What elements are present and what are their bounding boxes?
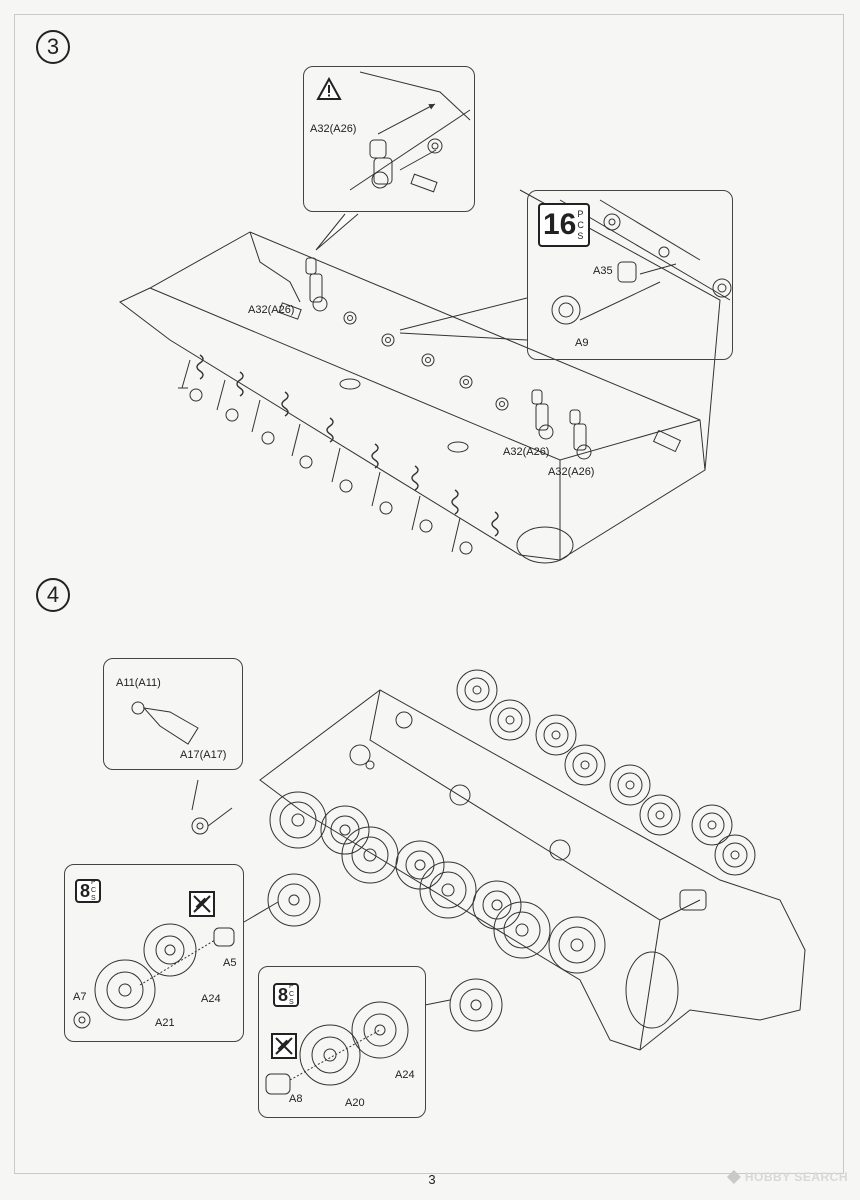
hull-label: A32(A26) [248,304,295,316]
part-label: A24 [395,1069,415,1081]
pcs-badge: 16 P C S [538,203,590,247]
step3-callout-warning: A32(A26) [303,66,475,212]
step4-inset-b-drawing [265,1001,409,1095]
pcs-unit-p: P [91,879,96,886]
pcs-unit-s: S [91,895,96,902]
pcs-unit-c: C [289,991,295,998]
watermark: HOBBY SEARCH [726,1170,848,1184]
pcs-count: 8 [278,984,289,1005]
part-label: A20 [345,1097,365,1109]
part-label: A21 [155,1017,175,1029]
pcs-unit-c: C [91,887,97,894]
part-label: A5 [223,957,237,969]
part-label: A7 [73,991,87,1003]
pcs-count: 16 [543,208,577,241]
step-3-number: 3 [36,30,70,64]
page-border [14,14,844,1174]
watermark-text: HOBBY SEARCH [744,1170,848,1184]
part-label: A32(A26) [310,123,357,135]
step4-callout-idler: A11(A11) A17(A17) [103,658,243,770]
step3-inset-pcs-drawing [551,199,732,325]
part-label: A17(A17) [180,749,227,761]
hull-label: A32(A26) [548,466,595,478]
no-glue-icon [189,891,215,917]
step4-inset-idler-drawing [131,701,199,745]
pcs-badge: 8 P C S [273,983,299,1007]
warning-triangle-icon [316,76,342,106]
pcs-unit-p: P [577,208,584,219]
no-glue-icon [271,1033,297,1059]
pcs-unit-c: C [577,219,584,230]
part-label: A8 [289,1093,303,1105]
pcs-unit-s: S [289,999,294,1006]
hull-label: A32(A26) [503,446,550,458]
pcs-count: 8 [80,880,91,901]
step4-inset-a-drawing [73,923,235,1029]
part-label: A9 [575,337,589,349]
diamond-logo-icon [726,1170,741,1184]
step4-callout-wheel-a: 8 P C S A5 A24 A7 A21 [64,864,244,1042]
step4-callout-wheel-b: 8 P C S A24 A8 A20 [258,966,426,1118]
pcs-badge: 8 P C S [75,879,101,903]
step3-inset-warning-drawing [349,71,471,193]
part-label: A24 [201,993,221,1005]
step-4-number: 4 [36,578,70,612]
step3-callout-pcs: 16 P C S A35 A9 [527,190,733,360]
page-number: 3 [428,1172,436,1187]
pcs-unit-p: P [289,983,294,990]
pcs-unit-s: S [577,230,584,241]
part-label: A11(A11) [116,677,161,689]
step4-hull-drawing [191,669,806,1051]
part-label: A35 [593,265,613,277]
